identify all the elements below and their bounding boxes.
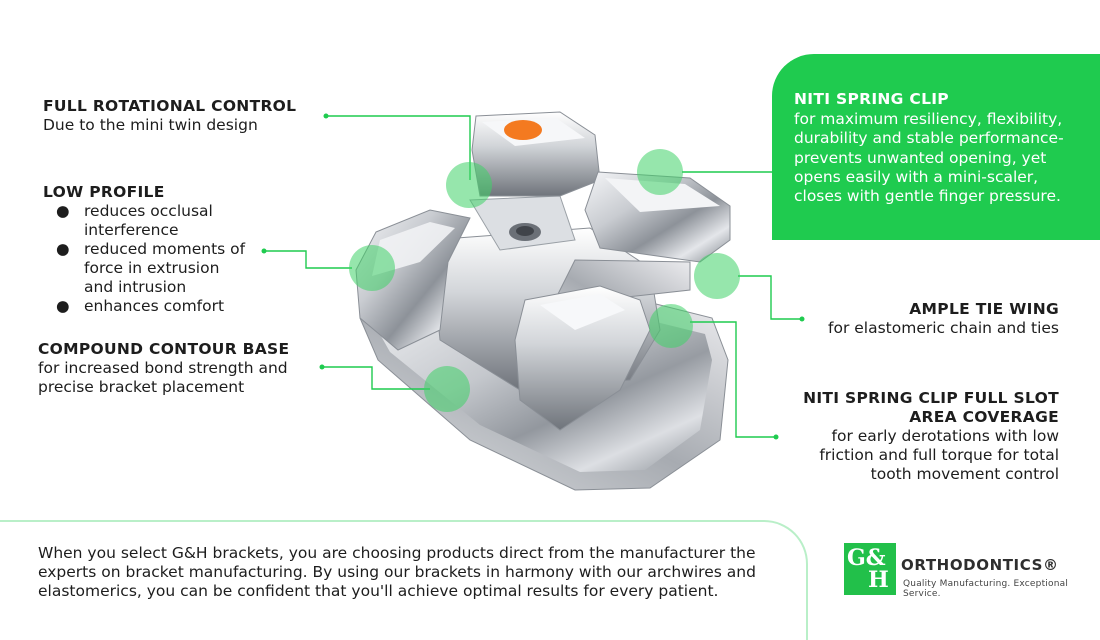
footer-frame [0,520,808,640]
rotational-control-title: FULL ROTATIONAL CONTROL [43,97,297,115]
footer-description: When you select G&H brackets, you are ch… [38,544,798,601]
gh-logo-mark: G& H [844,543,896,595]
full-slot-line: for early derotations with low [831,427,1060,445]
low-profile-item-line: force in extrusion [84,259,220,277]
low-profile-item-line: reduced moments of [84,240,246,258]
full-slot-title: NITI SPRING CLIP FULL SLOT [803,389,1059,407]
compound-contour-line: precise bracket placement [38,378,245,396]
bracket-top-right-wing [584,171,731,263]
full-slot-line: tooth movement control [870,465,1059,483]
compound-contour-title: COMPOUND CONTOUR BASE [38,340,290,358]
logo-mark-top: G& [847,545,886,571]
connector-endpoints [261,113,805,440]
full-slot-title: AREA COVERAGE [909,408,1059,426]
niti-clip-line-5: closes with gentle finger pressure. [794,187,1061,206]
footer-line: When you select G&H brackets, you are ch… [38,544,756,562]
footer-line: elastomerics, you can be confident that … [38,582,719,600]
connector-lines [264,115,802,438]
low-profile-item-line: interference [84,221,179,239]
footer-line: experts on bracket manufacturing. By usi… [38,563,756,581]
logo-wordmark: ORTHODONTICS® [901,556,1059,574]
niti-spring-clip-title: NITI SPRING CLIP [794,90,949,108]
logo-tagline: Quality Manufacturing. Exceptional Servi… [903,579,1069,599]
low-profile-item: ● reduced moments of force in extrusion … [56,240,246,296]
low-profile-item-line: and intrusion [84,278,187,296]
low-profile-item: ● reduces occlusal interference [43,202,245,240]
hotspot-markers [349,149,740,412]
low-profile-item-line: reduces occlusal [84,202,213,220]
bracket-illustration [261,111,805,491]
low-profile-list: ● reduces occlusal interference ● reduce… [43,202,245,316]
niti-clip-line-3: prevents unwanted opening, yet [794,148,1047,167]
bracket-top-wing [471,111,601,197]
low-profile-callout: LOW PROFILE ● reduces occlusal interfere… [43,183,245,316]
low-profile-item-line: enhances comfort [84,297,225,315]
tie-wing-callout: AMPLE TIE WING for elastomeric chain and… [739,300,1059,338]
tie-wing-description: for elastomeric chain and ties [828,319,1059,337]
logo-mark-bottom: H [868,567,889,593]
rotational-control-description: Due to the mini twin design [43,116,258,134]
low-profile-title: LOW PROFILE [43,183,165,201]
bracket-lower-wing [514,285,651,431]
niti-spring-clip-panel: NITI SPRING CLIP for maximum resiliency,… [772,54,1100,240]
full-slot-line: friction and full torque for total [819,446,1059,464]
full-slot-callout: NITI SPRING CLIP FULL SLOT AREA COVERAGE… [739,389,1059,484]
niti-clip-line-1: for maximum resiliency, flexibility, [794,110,1063,128]
tie-wing-title: AMPLE TIE WING [909,300,1059,318]
niti-spring-clip-description: for maximum resiliency, flexibility, dur… [794,110,1094,206]
niti-clip-line-2: durability and stable performance- [794,129,1064,148]
compound-contour-callout: COMPOUND CONTOUR BASE for increased bond… [38,340,289,397]
compound-contour-line: for increased bond strength and [38,359,288,377]
low-profile-item: ● enhances comfort [43,297,245,316]
rotational-control-callout: FULL ROTATIONAL CONTROL Due to the mini … [43,97,296,135]
niti-clip-line-4: opens easily with a mini-scaler, [794,167,1039,186]
